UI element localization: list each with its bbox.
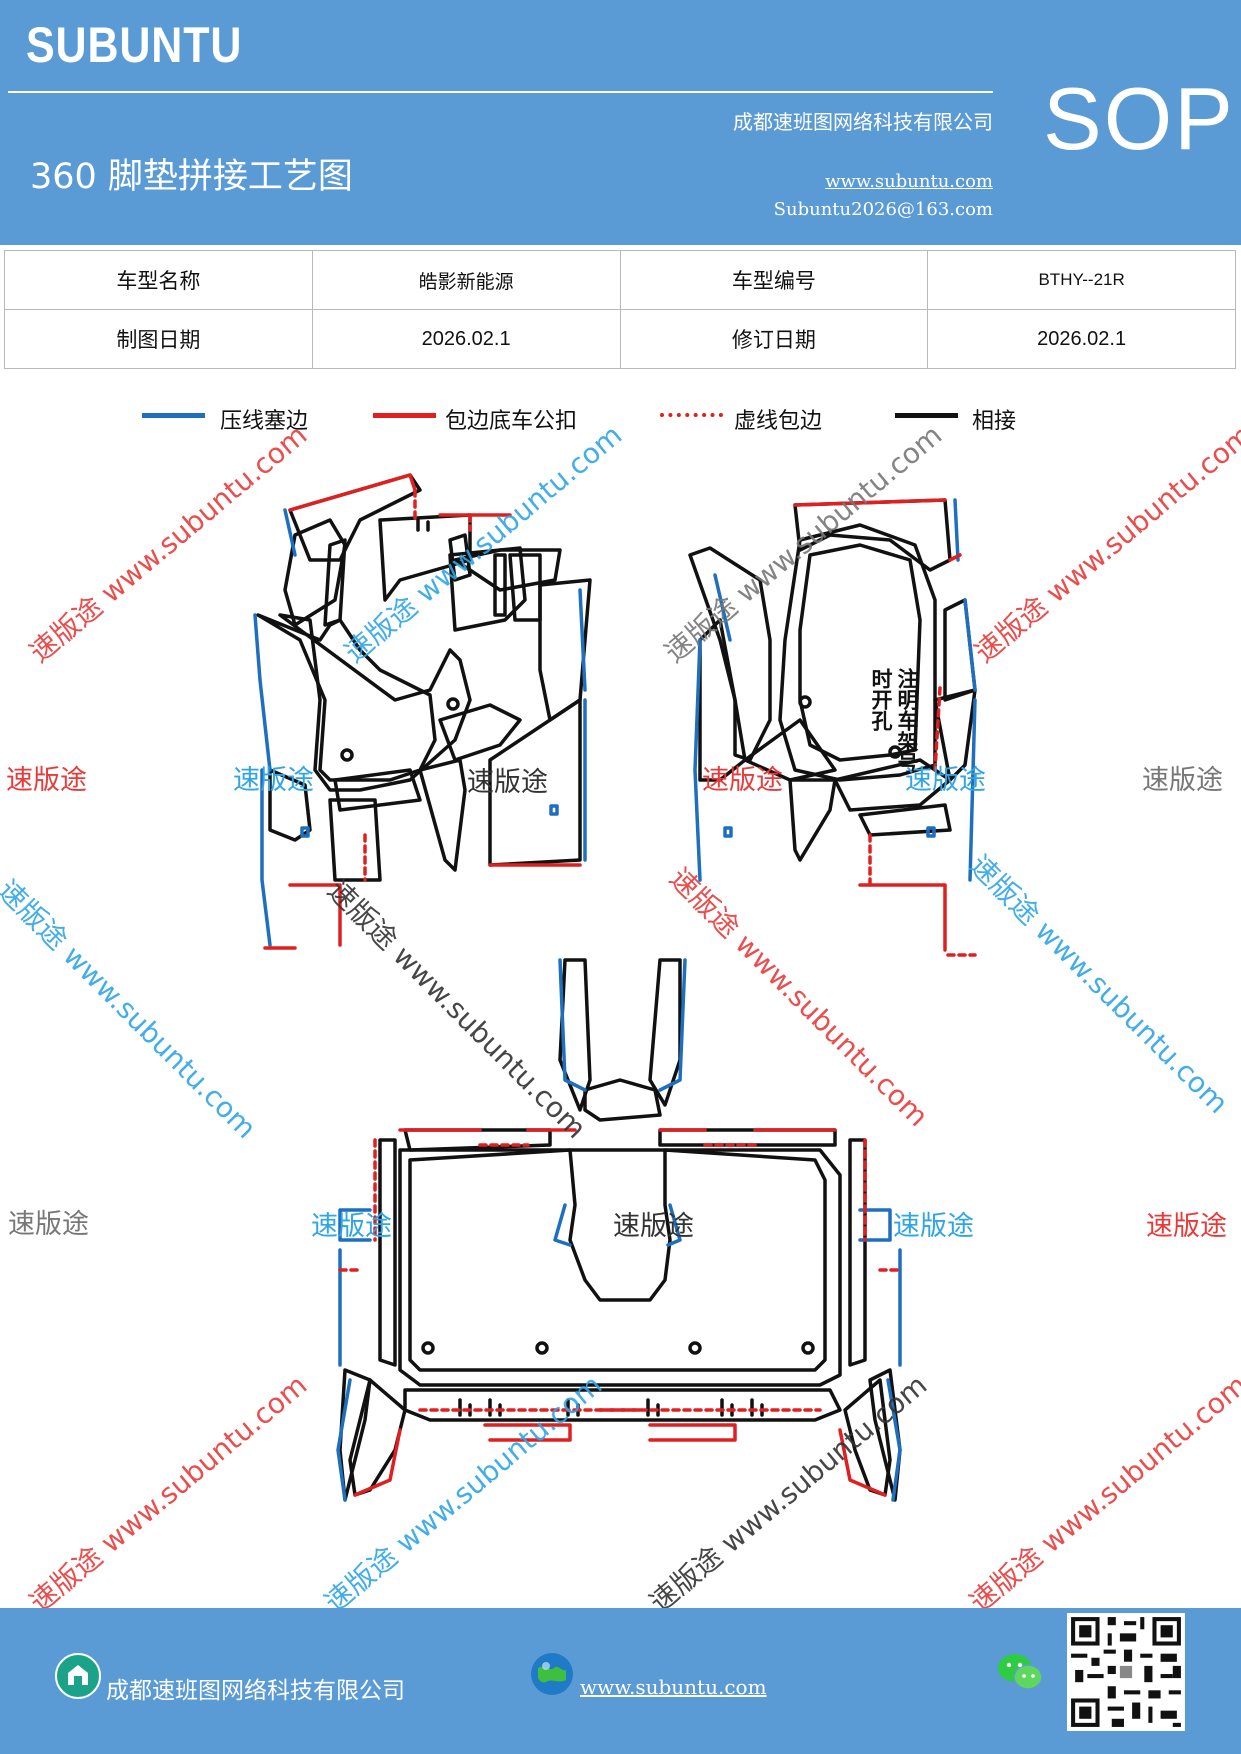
sop-badge: SOP: [1043, 69, 1235, 168]
legend-swatch-blue: [142, 413, 205, 418]
watermark-label: 速版途: [233, 765, 314, 796]
table-label: 制图日期: [4, 309, 313, 369]
header-email[interactable]: Subuntu2026@163.com: [773, 199, 993, 220]
watermark-label: 速版途: [311, 1211, 392, 1242]
legend-label: 包边底车公扣: [445, 409, 578, 434]
brand-logo: SUBUNTU: [26, 17, 243, 73]
front-left-red-edges: [263, 473, 582, 950]
vin-hole-note: 注明车架号时开孔: [869, 668, 919, 773]
watermark-label: 速版途: [6, 765, 87, 796]
table-value: 2026.02.1: [311, 309, 621, 369]
footer-website-link[interactable]: www.subuntu.com: [580, 1675, 767, 1699]
legend-label: 压线塞边: [220, 409, 309, 434]
front-left-dashed-edges: [363, 488, 472, 882]
header-company: 成都速班图网络科技有限公司: [733, 110, 993, 134]
front-right-red-edges: [793, 498, 962, 952]
wechat-icon[interactable]: [995, 1650, 1045, 1694]
watermark-label: 速版途: [1142, 765, 1223, 796]
table-label: 车型名称: [4, 250, 313, 310]
globe-icon: [531, 1653, 573, 1695]
table-label: 车型编号: [619, 250, 929, 310]
rear-red-edges: [353, 1128, 887, 1497]
watermark-label: 速版途: [702, 765, 783, 796]
footer-company: 成都速班图网络科技有限公司: [106, 1678, 405, 1704]
watermark-label: 速版途: [467, 767, 548, 798]
table-value: 皓影新能源: [311, 250, 621, 310]
legend-swatch-black: [895, 413, 958, 418]
building-icon: [55, 1653, 101, 1699]
floor-mat-diagram: [253, 473, 977, 1502]
front-right-blue-edges: [693, 498, 977, 882]
front-left-blue-edges: [253, 508, 587, 947]
legend-label: 相接: [972, 409, 1017, 434]
watermark-label: 速版途: [1146, 1211, 1227, 1242]
watermark-label: 速版途: [893, 1211, 974, 1242]
header-banner: [0, 0, 1241, 245]
watermark-label: 速版途: [905, 765, 986, 796]
table-row: 车型名称 皓影新能源 车型编号 BTHY--21R: [4, 250, 1236, 310]
watermark-label: 速版途: [613, 1211, 694, 1242]
table-value: 2026.02.1: [927, 309, 1236, 369]
header-divider: [8, 91, 993, 93]
legend-swatch-red-dashed: [660, 413, 723, 417]
front-left-mats: [256, 473, 592, 882]
qr-code[interactable]: [1067, 1613, 1185, 1731]
rear-dashed-edges: [338, 1138, 902, 1412]
watermark-label: 速版途: [8, 1209, 89, 1240]
front-right-dashed-edges: [868, 686, 977, 957]
table-label: 修订日期: [619, 309, 929, 369]
document-title: 360 脚垫拼接工艺图: [30, 157, 353, 197]
table-row: 制图日期 2026.02.1 修订日期 2026.02.1: [4, 309, 1236, 369]
front-right-mats: [688, 498, 977, 862]
legend-label: 虚线包边: [734, 409, 823, 434]
header-website-link[interactable]: www.subuntu.com: [825, 171, 993, 192]
table-value: BTHY--21R: [927, 250, 1236, 310]
legend-swatch-red: [373, 413, 436, 418]
vehicle-info-table: 车型名称 皓影新能源 车型编号 BTHY--21R 制图日期 2026.02.1…: [4, 250, 1236, 369]
